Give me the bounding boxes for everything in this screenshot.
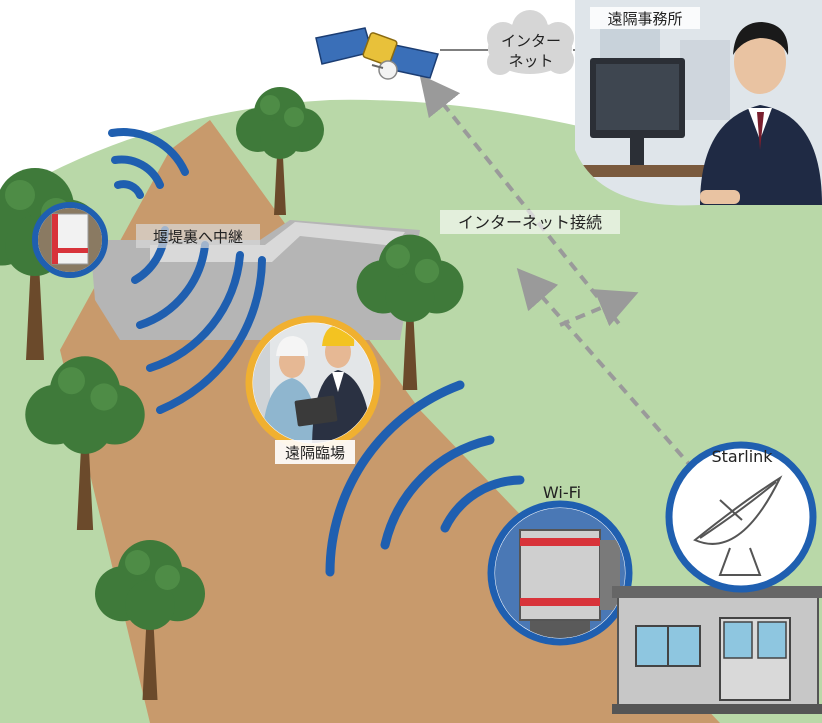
satellite-dish-icon [665,441,817,593]
relay-behind-dam-label: 堰堤裏へ中継 [153,228,243,246]
dam-top [150,222,405,262]
signal-waves-icon [325,380,525,577]
wifi-router-icon [487,500,633,646]
office-worker-photo [575,0,822,206]
worker-photo [245,315,381,451]
site-office-building-icon [612,586,822,714]
office-label-bg [590,7,700,29]
satellite-icon [315,27,439,80]
remote-presence-label-bg [275,440,355,464]
relay-label-bg [136,224,260,248]
internet-connection-label-bg [440,210,620,234]
signal-waves-icon [108,128,266,414]
remote-presence-label: 遠隔臨場 [285,444,345,462]
relay-unit-icon [32,202,108,278]
wifi-label: Wi-Fi [543,483,581,502]
internet-cloud-label-2: ネット [508,52,553,70]
starlink-label: Starlink [711,447,773,466]
internet-cloud-label-1: インター [501,32,561,50]
remote-office-label: 遠隔事務所 [607,10,682,28]
cloud-icon [487,10,574,75]
internet-connection-label: インターネット接続 [458,213,602,232]
